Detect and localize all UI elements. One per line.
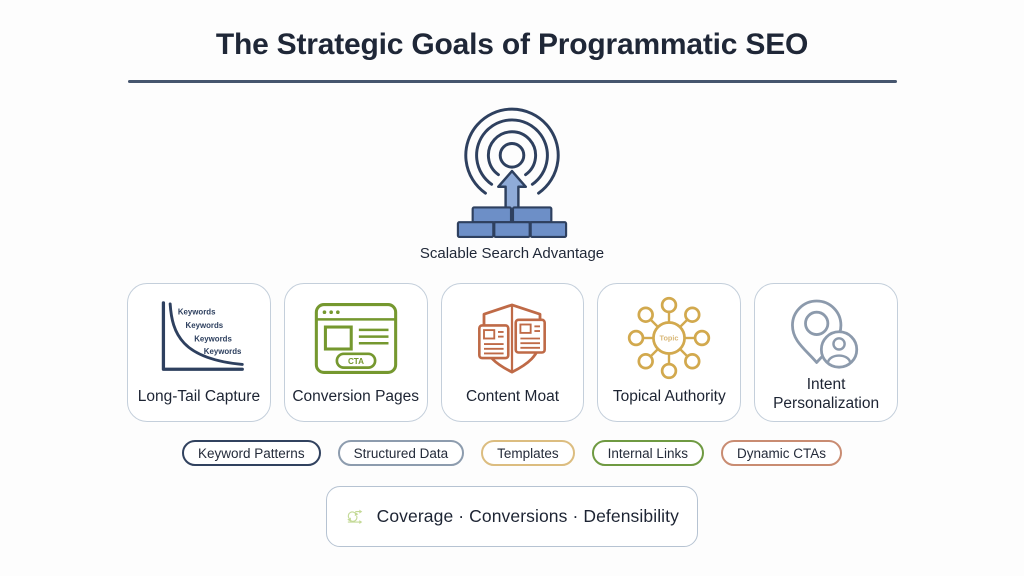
keywords-label: Keywords [178,307,216,316]
tag-dynamic-ctas: Dynamic CTAs [720,440,842,466]
hub-label: Scalable Search Advantage [419,245,605,262]
outcomes-label: Coverage · Conversions · Defensibility [376,506,679,526]
target-over-bricks-icon [456,107,568,238]
cta-button-label: CTA [348,356,364,365]
keywords-label: Keywords [185,320,223,329]
outcomes-box: Coverage · Conversions · Defensibility [326,486,698,547]
card-label: Intent Personalization [773,376,880,413]
card-label: Long-Tail Capture [137,388,261,406]
topic-hub-spokes-icon: Topic [628,296,711,380]
tactic-tags-row: Keyword Patterns Structured Data Templat… [0,440,1024,466]
cycle-arrows-icon [347,509,363,524]
card-intent-personalization: Intent Personalization [754,283,898,422]
shield-icon-box [470,295,554,381]
card-label: Topical Authority [612,388,726,406]
topic-hub-label: Topic [660,334,679,343]
tag-keyword-patterns: Keyword Patterns [182,440,321,466]
hub: Scalable Search Advantage [392,106,632,262]
goal-cards-row: Keywords Keywords Keywords Keywords Long… [127,283,898,422]
title-underline [128,80,897,83]
card-label: Conversion Pages [292,388,420,406]
pin-user-icon-box [785,295,867,376]
shield-documents-icon [478,303,547,373]
tag-templates: Templates [481,440,575,466]
hub-spoke-icon-box: Topic [626,295,712,381]
page-title: The Strategic Goals of Programmatic SEO [215,28,809,61]
card-long-tail-capture: Keywords Keywords Keywords Keywords Long… [127,283,271,422]
long-tail-icon-box: Keywords Keywords Keywords Keywords [149,295,249,381]
long-tail-curve-icon: Keywords Keywords Keywords Keywords [161,300,244,371]
tag-internal-links: Internal Links [591,440,704,466]
tag-structured-data: Structured Data [337,440,465,466]
keywords-label: Keywords [204,346,242,355]
card-content-moat: Content Moat [440,283,585,422]
keywords-label: Keywords [194,334,232,343]
browser-icon-box: CTA [313,295,399,381]
map-pin-user-icon [791,299,859,369]
card-label: Content Moat [465,388,560,406]
browser-cta-icon: CTA [314,302,397,374]
card-topical-authority: Topic Topical Authority [597,283,742,422]
card-conversion-pages: CTA Conversion Pages [283,283,428,422]
